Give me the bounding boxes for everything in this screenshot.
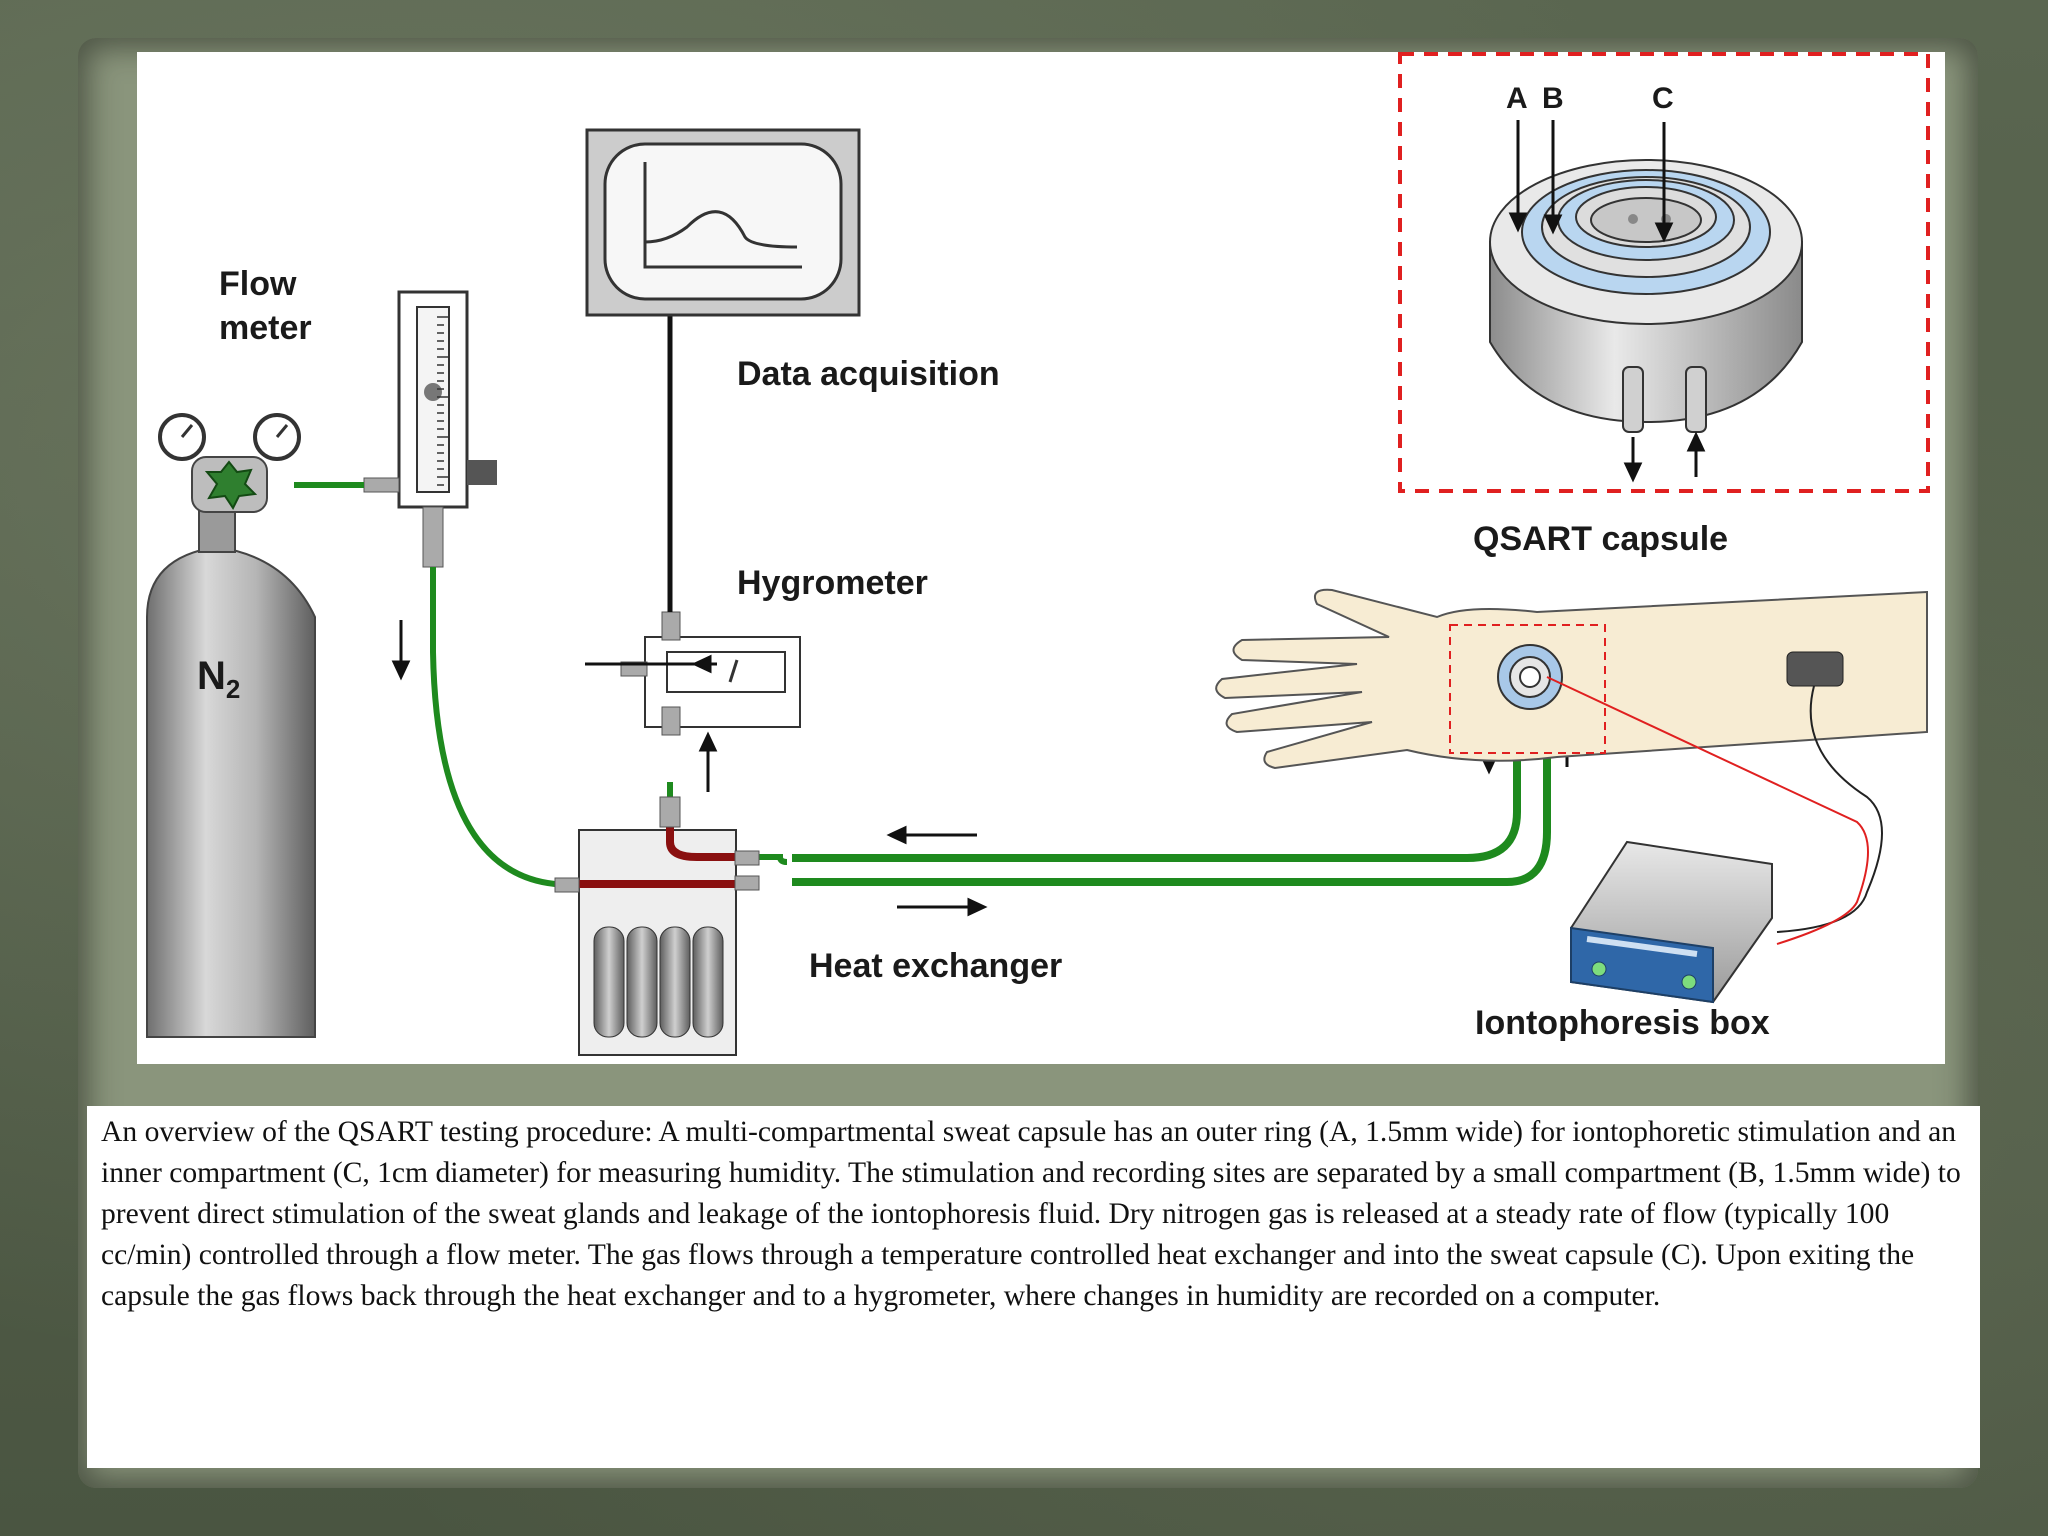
capsule-on-arm (1497, 644, 1563, 710)
qsart-capsule-label: QSART capsule (1473, 520, 1729, 558)
ground-electrode (1786, 651, 1844, 687)
tube-return (792, 697, 1521, 862)
n2-label: N2 (197, 654, 240, 705)
qsart-diagram: Flow meter Data acquisition Hygrometer N… (137, 52, 1945, 1064)
capsule-label-b: B (1542, 82, 1564, 115)
electrode-wire-red (1546, 676, 1869, 945)
iontophoresis-box (1570, 840, 1773, 1004)
caption-text: An overview of the QSART testing procedu… (101, 1116, 1961, 1312)
capsule-arrows (1508, 120, 1706, 483)
data-acquisition-monitor (585, 128, 861, 317)
tube-flowmeter-to-heat-exchanger (430, 567, 567, 887)
flow-meter-label: Flow meter (219, 265, 312, 347)
qsart-inset-frame (1398, 52, 1930, 493)
data-acquisition-label: Data acquisition (737, 355, 1000, 393)
qsart-capsule-3d (1489, 159, 1803, 433)
nitrogen-tank (146, 506, 316, 1038)
n2-symbol: N (197, 654, 226, 698)
capsule-site-highlight (1449, 624, 1606, 754)
hygrometer (620, 611, 801, 736)
capsule-label-a: A (1506, 82, 1528, 115)
capsule-label-c: C (1652, 82, 1674, 115)
arm (1215, 588, 1928, 770)
heat-exchanger (554, 796, 760, 1056)
figure-caption: An overview of the QSART testing procedu… (87, 1106, 1980, 1468)
n2-subscript: 2 (225, 674, 241, 704)
heat-exchanger-label: Heat exchanger (809, 947, 1063, 985)
hygrometer-label: Hygrometer (737, 564, 928, 602)
flow-meter (363, 290, 497, 568)
regulator (158, 413, 301, 513)
diagram-drawing (146, 52, 1930, 1056)
tube-heat-exchanger-to-hygrometer (667, 782, 788, 865)
iontophoresis-box-label: Iontophoresis box (1475, 1004, 1770, 1042)
electrode-wire-black (1776, 685, 1883, 933)
tube-supply (792, 697, 1551, 886)
flow-meter-scale (437, 316, 449, 486)
